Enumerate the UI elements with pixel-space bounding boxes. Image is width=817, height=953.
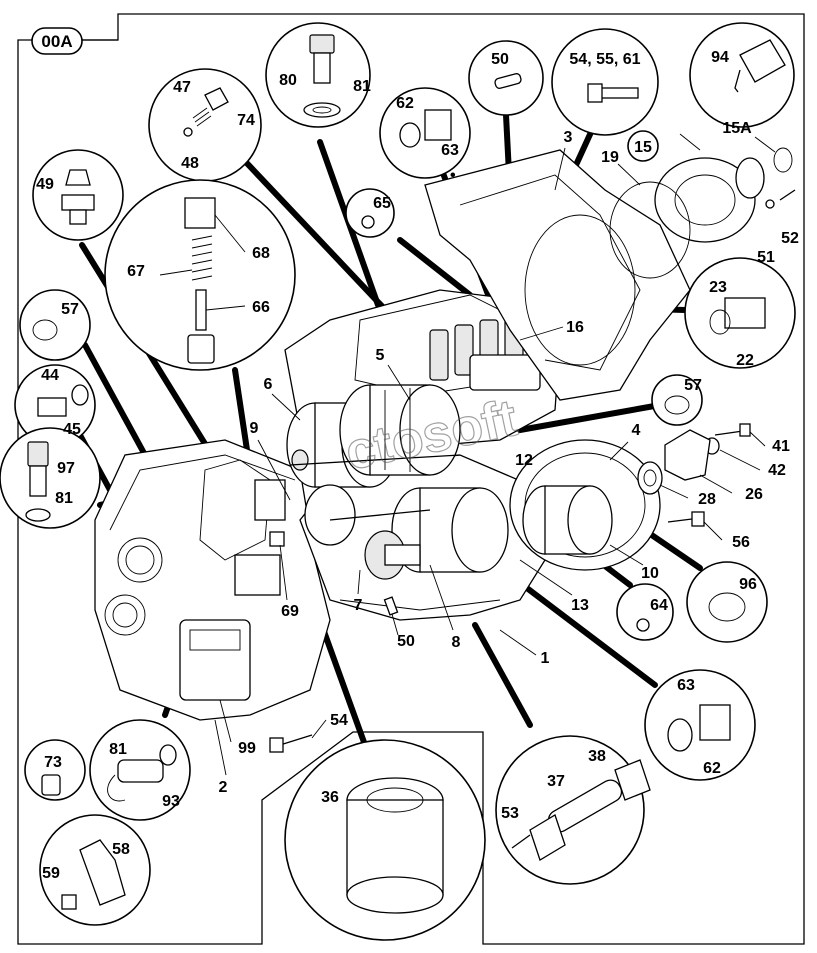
callout-16: 16 (566, 319, 584, 336)
callout-63a: 63 (441, 142, 459, 159)
callout-53: 53 (501, 805, 519, 822)
callout-63b: 63 (677, 677, 695, 694)
callout-49: 49 (36, 176, 54, 193)
callout-81b: 81 (55, 490, 73, 507)
bolt-56 (667, 511, 705, 527)
sheet-id: 00A (41, 32, 72, 51)
callout-23: 23 (709, 279, 727, 296)
callout-41: 41 (772, 438, 790, 455)
clutch-pack-10 (522, 485, 613, 555)
callout-47: 47 (173, 79, 191, 96)
callout-94: 94 (711, 49, 729, 66)
callout-2: 2 (219, 779, 228, 796)
callout-4: 4 (632, 422, 641, 439)
callout-8: 8 (452, 634, 461, 651)
callout-6: 6 (264, 376, 273, 393)
clutch-pack-5 (339, 384, 461, 476)
svg-text:•: • (450, 167, 456, 184)
callout-1: 1 (541, 650, 550, 667)
callout-22: 22 (736, 352, 754, 369)
callout-7: 7 (354, 597, 363, 614)
bolt-41 (714, 423, 751, 437)
callout-28: 28 (698, 491, 716, 508)
callout-73: 73 (44, 754, 62, 771)
callout-36: 36 (321, 789, 339, 806)
callout-81a: 81 (353, 78, 371, 95)
callout-68: 68 (252, 245, 270, 262)
callout-15: 15 (634, 139, 652, 156)
callout-37: 37 (547, 773, 565, 790)
callout-93: 93 (162, 793, 180, 810)
callout-26: 26 (745, 486, 763, 503)
callout-74: 74 (237, 112, 255, 129)
callout-52: 52 (781, 230, 799, 247)
callout-80: 80 (279, 72, 297, 89)
callout-48: 48 (181, 155, 199, 172)
callout-59: 59 (42, 865, 60, 882)
callout-44: 44 (41, 367, 59, 384)
callout-10: 10 (641, 565, 659, 582)
callout-13: 13 (571, 597, 589, 614)
callout-3: 3 (564, 129, 573, 146)
callout-64: 64 (650, 597, 668, 614)
callout-62b: 62 (703, 760, 721, 777)
callout-81c: 81 (109, 741, 127, 758)
callout-54-55-61: 54, 55, 61 (569, 51, 640, 68)
callout-65: 65 (373, 195, 391, 212)
callout-12: 12 (515, 452, 533, 469)
callout-62a: 62 (396, 95, 414, 112)
callout-97: 97 (57, 460, 75, 477)
callout-15a: 15A (722, 120, 752, 137)
callout-42: 42 (768, 462, 786, 479)
callout-50b: 50 (397, 633, 415, 650)
callout-58: 58 (112, 841, 130, 858)
callout-57b: 57 (684, 377, 702, 394)
sheet-id-badge (31, 27, 83, 55)
callout-69: 69 (281, 603, 299, 620)
callout-57a: 57 (61, 301, 79, 318)
callout-99: 99 (238, 740, 256, 757)
clutch-pack-8 (364, 487, 509, 580)
callout-9: 9 (250, 420, 259, 437)
transmission-assembly: • (94, 147, 796, 753)
callout-96: 96 (739, 576, 757, 593)
detail-parts (25, 34, 786, 914)
callout-19: 19 (601, 149, 619, 166)
bolt-54 (269, 734, 313, 753)
thin-leaders (159, 133, 776, 776)
callout-67: 67 (127, 263, 145, 280)
callout-54b: 54 (330, 712, 348, 729)
callout-labels: 1 2 3 4 5 6 7 8 9 10 12 13 15 15A 16 19 … (36, 49, 799, 882)
callout-56: 56 (732, 534, 750, 551)
callout-66: 66 (252, 299, 270, 316)
callout-5: 5 (376, 347, 385, 364)
callout-50a: 50 (491, 51, 509, 68)
callout-38: 38 (588, 748, 606, 765)
callout-51: 51 (757, 249, 775, 266)
callout-45: 45 (63, 421, 81, 438)
